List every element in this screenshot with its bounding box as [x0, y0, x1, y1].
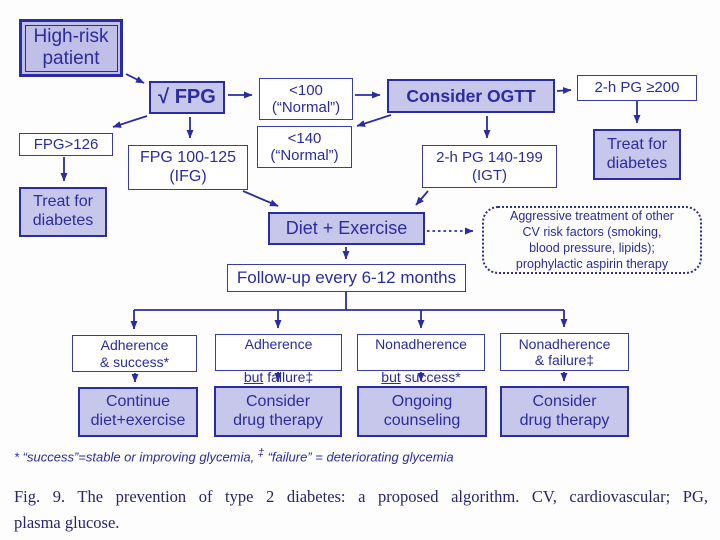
node-treat-for-diabetes-left: Treat for diabetes: [19, 187, 107, 237]
node-diet-exercise: Diet + Exercise: [268, 212, 425, 245]
node-treat-for-diabetes-right: Treat for diabetes: [593, 129, 681, 180]
caption-line-2: plasma glucose.: [14, 512, 120, 532]
nonadherence-but-success-rest: success*: [400, 368, 461, 385]
footnote-definitions: * “success”=stable or improving glycemia…: [14, 447, 674, 464]
arrow-igt-to-diet: [415, 190, 429, 206]
arrow-highrisk-to-fpg: [125, 73, 145, 84]
but-underlined: but: [381, 368, 401, 385]
caption-line-1: Fig. 9. The prevention of type 2 diabete…: [14, 487, 708, 506]
node-fpg-100-125-ifg: FPG 100-125 (IFG): [128, 145, 248, 190]
node-ogtt-under-140: <140 (“Normal”): [257, 126, 352, 168]
node-high-risk-patient: High-risk patient: [19, 19, 123, 77]
adherence-but-failure-line1: Adherence: [244, 336, 313, 353]
node-ongoing-counseling: Ongoing counseling: [357, 386, 487, 437]
node-nonadherence-but-success: Nonadherence but success*: [357, 334, 485, 385]
node-consider-ogtt: Consider OGTT: [387, 79, 555, 113]
high-risk-patient-label: High-risk patient: [24, 24, 118, 72]
node-consider-drug-therapy-1: Consider drug therapy: [214, 386, 342, 437]
double-dagger-symbol: ‡: [257, 447, 264, 459]
adherence-but-failure-rest: failure‡: [263, 368, 314, 385]
footnote-success-part: * “success”=stable or improving glycemia…: [14, 449, 258, 465]
note-aggressive-cv-treatment: Aggressive treatment of other CV risk fa…: [482, 206, 702, 274]
node-continue-diet-exercise: Continue diet+exercise: [78, 387, 198, 437]
node-check-fpg: √ FPG: [149, 81, 225, 114]
nonadherence-but-success-line1: Nonadherence: [375, 336, 467, 353]
node-fpg-under-100: <100 (“Normal”): [259, 78, 353, 120]
arrow-ifg-to-diet: [242, 190, 279, 207]
node-followup-6-12-months: Follow-up every 6-12 months: [227, 264, 466, 292]
figure-caption: Fig. 9. The prevention of type 2 diabete…: [14, 484, 708, 535]
arrow-fpg-to-fpg126: [112, 115, 148, 128]
but-underlined: but: [243, 368, 264, 385]
node-2h-pg-140-199-igt: 2-h PG 140-199 (IGT): [422, 145, 557, 188]
node-2h-pg-ge-200: 2-h PG ≥200: [577, 75, 697, 101]
node-fpg-over-126: FPG>126: [19, 133, 113, 156]
arrow-ogtt-to-ge200: [556, 87, 572, 95]
node-consider-drug-therapy-2: Consider drug therapy: [500, 386, 629, 437]
node-nonadherence-and-failure: Nonadherence & failure‡: [500, 333, 629, 371]
node-adherence-but-failure: Adherence but failure‡: [215, 334, 342, 385]
footnote-failure-part: “failure” = deteriorating glycemia: [263, 449, 454, 465]
arrow-ogtt-to-lt140: [356, 114, 392, 127]
node-adherence-and-success: Adherence & success*: [72, 335, 197, 372]
